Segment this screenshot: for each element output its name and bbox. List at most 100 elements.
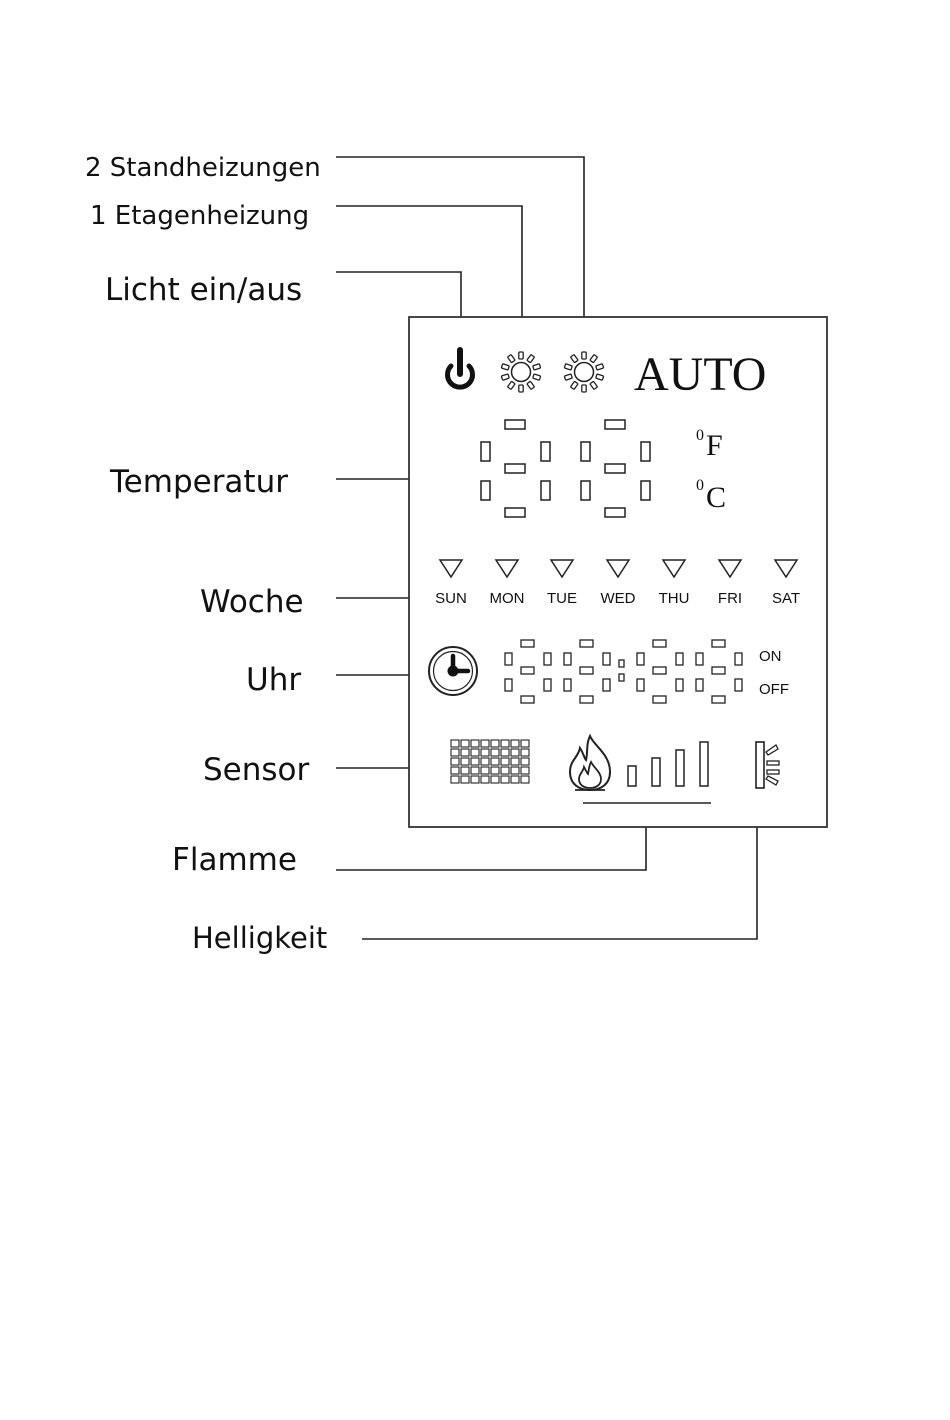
sensor-cell — [451, 740, 459, 747]
digit-segment — [544, 653, 551, 665]
sensor-cell — [451, 767, 459, 774]
callout-standheizungen: 2 Standheizungen — [85, 153, 321, 183]
digit-segment — [481, 442, 490, 461]
on-label: ON — [759, 648, 782, 665]
sensor-cell — [471, 776, 479, 783]
digit-segment — [605, 464, 625, 473]
callout-helligkeit: Helligkeit — [192, 921, 327, 955]
sensor-cell — [521, 749, 529, 756]
day-label-mon: MON — [490, 590, 525, 607]
digit-segment — [521, 696, 534, 703]
digit-segment — [603, 653, 610, 665]
digit-segment — [505, 508, 525, 517]
day-label-sat: SAT — [772, 590, 800, 607]
digit-segment — [696, 679, 703, 691]
sensor-cell — [511, 740, 519, 747]
sun-ray — [519, 385, 523, 392]
day-label-fri: FRI — [718, 590, 742, 607]
callout-uhr: Uhr — [246, 662, 301, 698]
digit-segment — [580, 640, 593, 647]
sensor-cell — [491, 767, 499, 774]
day-label-sun: SUN — [435, 590, 467, 607]
digit-segment — [580, 696, 593, 703]
clock-icon — [429, 647, 477, 695]
sensor-cell — [501, 740, 509, 747]
digit-segment — [564, 679, 571, 691]
callout-flamme: Flamme — [172, 842, 297, 878]
sun-ray — [519, 352, 523, 359]
sensor-cell — [521, 740, 529, 747]
sensor-cell — [481, 758, 489, 765]
digit-segment — [603, 679, 610, 691]
sensor-cell — [491, 740, 499, 747]
sensor-cell — [521, 758, 529, 765]
digit-segment — [676, 653, 683, 665]
sensor-cell — [471, 758, 479, 765]
sensor-cell — [511, 767, 519, 774]
day-label-wed: WED — [601, 590, 636, 607]
auto-label: AUTO — [634, 348, 766, 401]
digit-segment — [653, 667, 666, 674]
digit-segment — [521, 640, 534, 647]
digit-segment — [735, 679, 742, 691]
sensor-cell — [451, 749, 459, 756]
sensor-cell — [511, 776, 519, 783]
sensor-cell — [481, 749, 489, 756]
digit-segment — [696, 653, 703, 665]
digit-segment — [712, 696, 725, 703]
sensor-cell — [481, 767, 489, 774]
sensor-cell — [481, 740, 489, 747]
digit-segment — [521, 667, 534, 674]
digit-segment — [605, 508, 625, 517]
day-label-thu: THU — [659, 590, 690, 607]
digit-segment — [641, 481, 650, 500]
callout-etagenheizung: 1 Etagenheizung — [90, 201, 309, 231]
off-label: OFF — [759, 681, 789, 698]
digit-segment — [505, 653, 512, 665]
digit-segment — [580, 667, 593, 674]
callout-woche: Woche — [200, 584, 304, 620]
sensor-cell — [461, 740, 469, 747]
sensor-cell — [471, 767, 479, 774]
digit-segment — [653, 696, 666, 703]
sensor-cell — [491, 749, 499, 756]
digit-segment — [581, 481, 590, 500]
digit-segment — [712, 640, 725, 647]
digit-segment — [505, 464, 525, 473]
digit-segment — [637, 679, 644, 691]
sensor-cell — [521, 767, 529, 774]
sensor-cell — [481, 776, 489, 783]
digit-segment — [653, 640, 666, 647]
sensor-cell — [471, 740, 479, 747]
digit-segment — [581, 442, 590, 461]
digit-segment — [605, 420, 625, 429]
svg-text:0: 0 — [696, 427, 704, 444]
sensor-cell — [501, 776, 509, 783]
digit-segment — [641, 442, 650, 461]
digit-segment — [505, 679, 512, 691]
svg-text:F: F — [706, 429, 723, 462]
digit-segment — [544, 679, 551, 691]
sensor-cell — [451, 776, 459, 783]
sensor-cell — [471, 749, 479, 756]
sun-ray — [582, 352, 586, 359]
sensor-cell — [461, 758, 469, 765]
digit-segment — [541, 442, 550, 461]
svg-text:C: C — [706, 481, 726, 514]
digit-segment — [637, 653, 644, 665]
sensor-cell — [461, 776, 469, 783]
digit-segment — [676, 679, 683, 691]
digit-segment — [564, 653, 571, 665]
digit-segment — [505, 420, 525, 429]
digit-segment — [735, 653, 742, 665]
sensor-cell — [501, 767, 509, 774]
digit-segment — [541, 481, 550, 500]
day-label-tue: TUE — [547, 590, 577, 607]
sensor-cell — [451, 758, 459, 765]
sensor-cell — [511, 758, 519, 765]
sensor-cell — [501, 749, 509, 756]
sensor-cell — [461, 749, 469, 756]
callout-sensor: Sensor — [203, 752, 310, 788]
sensor-cell — [461, 767, 469, 774]
